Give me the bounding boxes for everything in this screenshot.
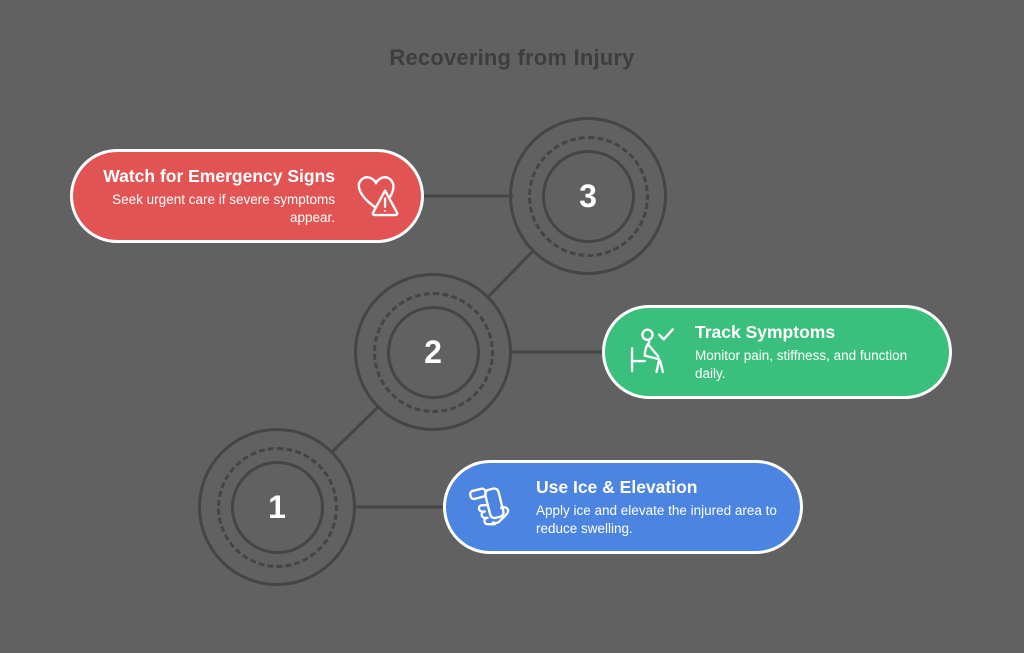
step-1-node-dashed-ring: 1	[216, 446, 338, 568]
person-seated-check-icon	[623, 323, 681, 381]
step-3-heading: Watch for Emergency Signs	[103, 165, 335, 186]
hand-holding-ice-pack-icon	[464, 478, 522, 536]
step-3-node-inner-ring: 3	[541, 149, 635, 243]
step-3-card: Watch for Emergency Signs Seek urgent ca…	[70, 149, 424, 243]
step-1-heading: Use Ice & Elevation	[536, 476, 698, 497]
step-3-card-text: Watch for Emergency Signs Seek urgent ca…	[99, 166, 335, 226]
step-3-description: Seek urgent care if severe symptoms appe…	[112, 192, 335, 225]
step-3-node-dashed-ring: 3	[527, 135, 649, 257]
page-title: Recovering from Injury	[389, 45, 635, 70]
step-1-number: 1	[268, 489, 286, 525]
step-1-node: 1	[198, 428, 356, 586]
step-2-card: Track Symptoms Monitor pain, stiffness, …	[602, 305, 952, 399]
step-2-node: 2	[354, 273, 512, 431]
step-1-card-text: Use Ice & Elevation Apply ice and elevat…	[536, 477, 782, 537]
step-2-number: 2	[424, 334, 442, 370]
step-1-node-inner-ring: 1	[230, 460, 324, 554]
step-1-description: Apply ice and elevate the injured area t…	[536, 503, 777, 536]
step-3-number: 3	[579, 178, 597, 214]
step-3-node: 3	[509, 117, 667, 275]
step-2-description: Monitor pain, stiffness, and function da…	[695, 348, 908, 381]
step-2-heading: Track Symptoms	[695, 321, 836, 342]
step-2-card-text: Track Symptoms Monitor pain, stiffness, …	[695, 322, 931, 382]
heart-warning-icon	[347, 167, 405, 225]
step-1-card: Use Ice & Elevation Apply ice and elevat…	[443, 460, 803, 554]
step-2-node-inner-ring: 2	[386, 305, 480, 399]
step-2-node-dashed-ring: 2	[372, 291, 494, 413]
